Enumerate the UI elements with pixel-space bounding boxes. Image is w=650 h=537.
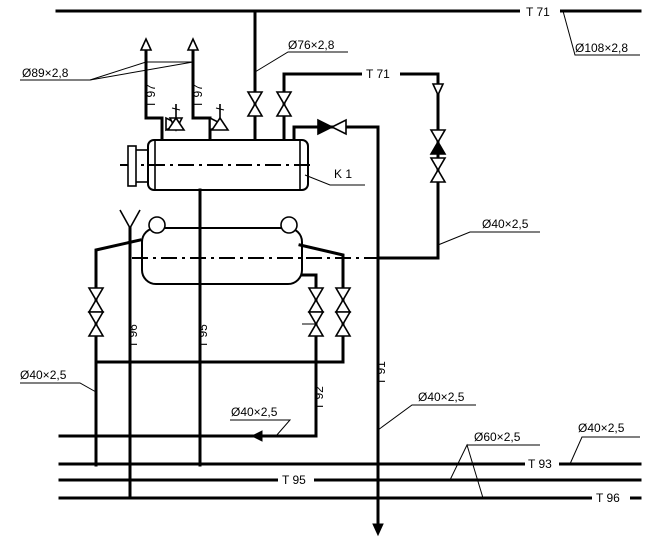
label-t71-mid: T 71: [366, 67, 390, 81]
pipe-t97-a-branch: [144, 116, 164, 142]
pipe-t92-branch: [298, 243, 345, 364]
label-d40-far: Ø40×2,5: [578, 421, 625, 435]
label-t97-b: T 97: [191, 84, 205, 108]
arrow-t71-down: [431, 83, 445, 97]
label-d40-right: Ø40×2,5: [482, 217, 529, 231]
tank-k1: [120, 139, 315, 191]
leader-d40-left: [20, 382, 97, 393]
leader-k1: [304, 174, 365, 186]
label-t95-bottom: T 95: [282, 473, 306, 487]
leader-d40-right: [437, 231, 540, 246]
valve-top-1: [246, 91, 264, 117]
label-d40-left: Ø40×2,5: [20, 368, 67, 382]
label-t91-riser: T 91: [374, 361, 388, 385]
label-t97-a: T 97: [144, 84, 158, 108]
leader-d108: [562, 10, 640, 56]
leader-d60: [449, 443, 484, 499]
label-d40-t91: Ø40×2,5: [418, 390, 465, 404]
label-t93: T 93: [528, 457, 552, 471]
label-d108: Ø108×2,8: [575, 41, 628, 55]
label-t92-riser: T 92: [312, 386, 326, 410]
leader-d89-b: [89, 61, 194, 81]
safety-valve-b: [209, 104, 230, 132]
leader-d76: [254, 51, 348, 73]
label-d40-mid: Ø40×2,5: [231, 405, 278, 419]
valve-left: [87, 287, 105, 337]
label-d89: Ø89×2,8: [22, 66, 69, 80]
valve-t71-right: [429, 129, 447, 183]
arrow-t91-down: [372, 523, 384, 537]
label-k1: K 1: [334, 167, 352, 181]
leader-d40-far: [569, 436, 640, 465]
valve-t92-a: [302, 287, 325, 337]
label-d76: Ø76×2,8: [288, 38, 335, 52]
valve-t92-b: [334, 287, 352, 337]
label-t71-top: T 71: [526, 5, 550, 19]
label-t96-bottom: T 96: [596, 491, 620, 505]
label-d60: Ø60×2,5: [474, 430, 521, 444]
leader-d40-mid: [230, 419, 292, 437]
label-t96-riser: T 96: [126, 324, 140, 348]
safety-valve-a: [165, 104, 186, 132]
leader-d89: [89, 61, 193, 81]
arrow-t97-a: [139, 37, 153, 51]
label-t95-riser: T 95: [196, 324, 210, 348]
arrow-t97-b: [186, 37, 200, 51]
pipe-t97-b-branch: [191, 116, 212, 142]
check-valve-t91: [317, 118, 347, 136]
valve-top-2: [275, 91, 293, 117]
funnel-t96: [119, 209, 141, 230]
leader-d40-t91: [377, 404, 476, 431]
pipe-left-loop: [94, 238, 142, 467]
tank-lower: [132, 216, 390, 285]
